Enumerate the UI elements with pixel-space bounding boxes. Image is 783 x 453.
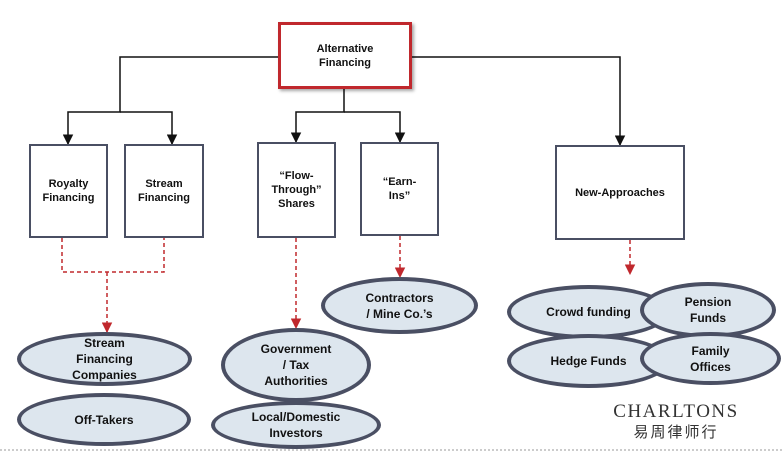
charltons-logo: CHARLTONS 易周律师行 — [606, 402, 746, 442]
off-takers-ellipse: Off-Takers — [17, 393, 191, 446]
stream-financing-companies-ellipse: Stream Financing Companies — [17, 332, 192, 386]
family-offices-ellipse: Family Offices — [640, 332, 781, 385]
alternative-financing-box: Alternative Financing — [278, 22, 412, 89]
contractors-mine-cos-ellipse: Contractors / Mine Co.’s — [321, 277, 478, 334]
connector-root-right — [412, 56, 626, 147]
local-domestic-investors-ellipse: Local/Domestic Investors — [211, 401, 381, 449]
new-approaches-box: New-Approaches — [555, 145, 685, 240]
pension-funds-ellipse: Pension Funds — [640, 282, 776, 338]
royalty-financing-box: Royalty Financing — [29, 144, 108, 238]
government-tax-authorities-ellipse: Government / Tax Authorities — [221, 328, 371, 402]
connector-root-earnins — [344, 111, 406, 144]
hedge-funds-ellipse: Hedge Funds — [507, 334, 670, 388]
brand-name-en: CHARLTONS — [613, 401, 739, 422]
crowd-funding-ellipse: Crowd funding — [507, 285, 670, 339]
flow-through-shares-box: “Flow- Through” Shares — [257, 142, 336, 238]
earn-ins-box: “Earn- Ins” — [360, 142, 439, 236]
connector-root-middle — [290, 89, 345, 144]
connector-root-stream — [120, 111, 178, 146]
brand-name-zh: 易周律师行 — [633, 423, 719, 441]
stream-financing-box: Stream Financing — [124, 144, 204, 238]
dashed-connector-royalty-stream — [61, 238, 165, 273]
connector-root-left — [62, 56, 278, 146]
